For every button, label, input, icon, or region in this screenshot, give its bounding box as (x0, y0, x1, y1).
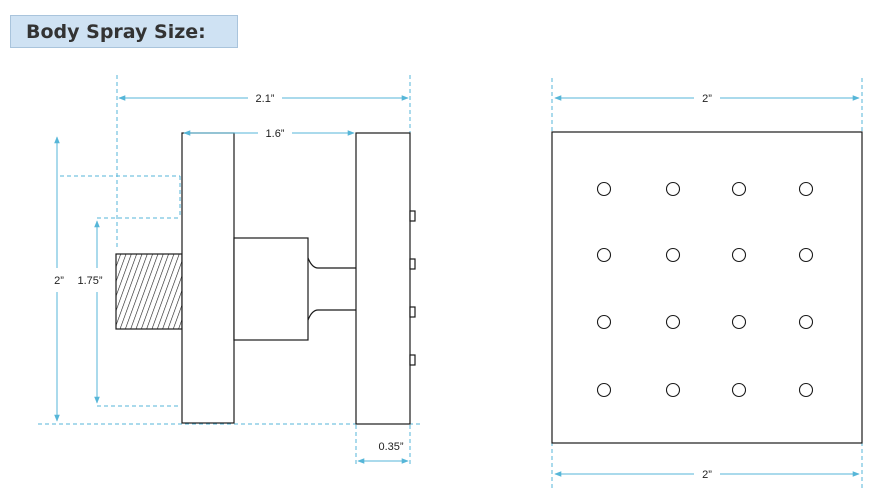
nozzle-tip (409, 354, 416, 366)
nozzle-hole (665, 382, 681, 398)
neck (307, 257, 356, 321)
body-block (233, 237, 309, 341)
overall-width-label: 2.1” (256, 93, 275, 105)
nozzle-hole (596, 247, 612, 263)
nozzle-hole (665, 314, 681, 330)
page-title: Body Spray Size: (10, 15, 238, 48)
nozzle-hole (665, 247, 681, 263)
mounting-plate (181, 132, 235, 424)
nozzle-grid (596, 181, 814, 398)
nozzle-tip (409, 306, 416, 318)
bottom-width-label: 2” (702, 469, 712, 481)
nozzle-hole (596, 181, 612, 197)
nozzle-tip (409, 258, 416, 270)
nozzle-hole (596, 314, 612, 330)
body-width-label: 1.6” (266, 128, 285, 140)
nozzle-hole (731, 181, 747, 197)
side-view: 2.1” 1.6” 2” 1.75” 0.35” (38, 75, 420, 465)
spray-face-front (551, 131, 863, 444)
front-view: 2” 2” (551, 78, 863, 490)
side-dimension-lines (54, 95, 409, 464)
nozzle-hole (798, 247, 814, 263)
face-depth-label: 0.35” (378, 441, 403, 453)
spray-face (355, 132, 411, 425)
nozzle-hole (665, 181, 681, 197)
nozzle-hole (798, 181, 814, 197)
nozzle-hole (731, 247, 747, 263)
front-dimension-lines (554, 95, 860, 477)
nozzle-hole (731, 382, 747, 398)
nozzle-hole (798, 382, 814, 398)
top-width-label: 2” (702, 93, 712, 105)
thread-shaft (115, 253, 183, 330)
side-part-outline (115, 132, 416, 425)
nozzle-hole (798, 314, 814, 330)
nozzle-tip (409, 210, 416, 222)
thread-height-label: 1.75” (77, 275, 102, 287)
nozzle-hole (731, 314, 747, 330)
nozzle-hole (596, 382, 612, 398)
total-height-label: 2” (54, 275, 64, 287)
